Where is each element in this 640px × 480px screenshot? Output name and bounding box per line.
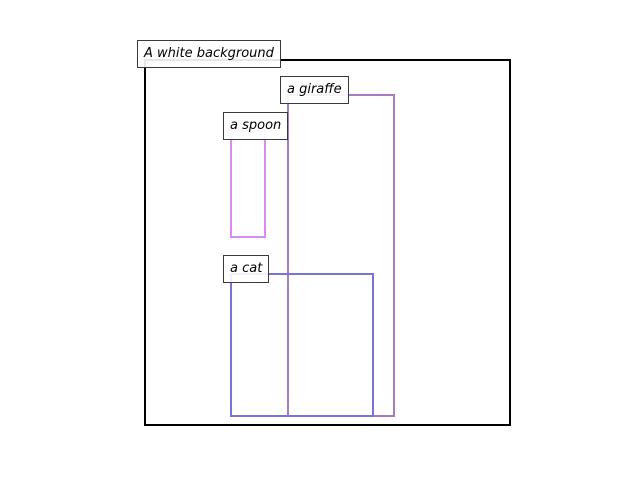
spoon-label: a spoon bbox=[223, 112, 289, 140]
giraffe-label: a giraffe bbox=[280, 76, 349, 104]
spoon-frame bbox=[230, 130, 266, 238]
cat-frame bbox=[230, 273, 374, 417]
background-frame bbox=[144, 59, 511, 426]
background-label: A white background bbox=[137, 40, 281, 68]
cat-label: a cat bbox=[223, 255, 270, 283]
